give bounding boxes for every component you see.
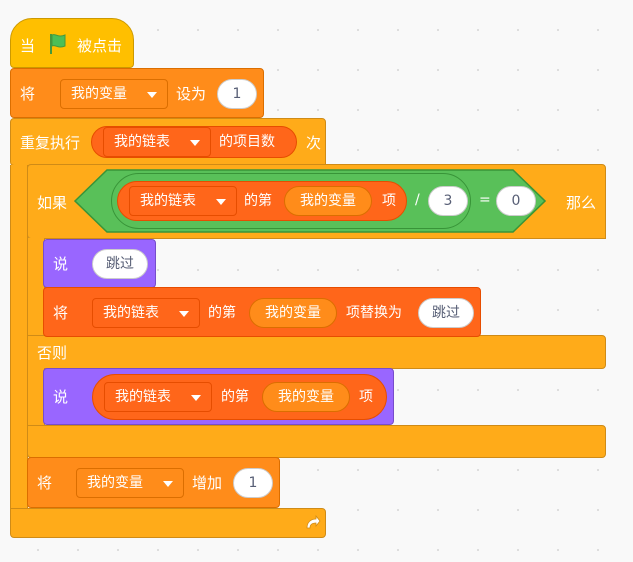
- list-dropdown[interactable]: 我的链表: [92, 298, 200, 328]
- equals-operator[interactable]: 我的链表 的第 我的变量 项 / 3 = 0: [74, 169, 546, 233]
- change-variable-block[interactable]: 将 我的变量 增加 1: [27, 457, 280, 508]
- say-verb-label: 说: [53, 388, 69, 406]
- dropdown-arrow-icon: [163, 481, 173, 487]
- hat-prefix-label: 当: [20, 37, 36, 55]
- set-to-label: 设为: [176, 85, 207, 103]
- list-dropdown[interactable]: 我的链表: [104, 382, 212, 412]
- variable-dropdown[interactable]: 我的变量: [60, 79, 168, 109]
- index-variable-reporter[interactable]: 我的变量: [249, 298, 337, 328]
- dropdown-arrow-icon: [147, 92, 157, 98]
- if-else-foot: [27, 425, 606, 458]
- green-flag-icon: [45, 32, 69, 60]
- list-dropdown-label: 我的链表: [140, 193, 196, 209]
- item-of-list-reporter[interactable]: 我的链表 的第 我的变量 项: [117, 181, 407, 221]
- mod-operator[interactable]: 我的链表 的第 我的变量 项 / 3: [111, 173, 471, 229]
- when-flag-clicked-block[interactable]: 当 被点击: [10, 18, 134, 68]
- item-suffix-label: 项: [359, 389, 373, 405]
- item-of-label: 的第: [208, 305, 236, 321]
- say-block[interactable]: 说 跳过: [43, 239, 156, 288]
- list-dropdown[interactable]: 我的链表: [129, 186, 237, 216]
- dropdown-arrow-icon: [191, 395, 201, 401]
- say-verb-label: 说: [53, 255, 69, 273]
- equals-label: =: [479, 192, 491, 208]
- if-label: 如果: [37, 194, 68, 212]
- change-by-label: 增加: [192, 474, 223, 492]
- replace-item-block[interactable]: 将 我的链表 的第 我的变量 项替换为 跳过: [43, 287, 481, 337]
- dropdown-arrow-icon: [179, 311, 189, 317]
- set-value-input[interactable]: 1: [217, 79, 257, 109]
- set-verb-label: 将: [20, 85, 36, 103]
- item-of-list-reporter[interactable]: 我的链表 的第 我的变量 项: [92, 374, 387, 420]
- variable-dropdown-label: 我的变量: [71, 86, 127, 102]
- division-operator-label: /: [415, 192, 420, 208]
- hat-suffix-label: 被点击: [77, 37, 123, 55]
- list-dropdown-label: 我的链表: [115, 389, 171, 405]
- replace-value-input[interactable]: 跳过: [418, 298, 474, 328]
- replace-with-label: 项替换为: [346, 305, 402, 321]
- repeat-block-arm: [10, 165, 28, 509]
- variable-dropdown-label: 我的变量: [87, 475, 143, 491]
- list-length-reporter[interactable]: 我的链表 的项目数: [91, 126, 297, 158]
- index-variable-reporter[interactable]: 我的变量: [262, 382, 350, 412]
- say-item-block[interactable]: 说 我的链表 的第 我的变量 项: [43, 368, 394, 425]
- then-label: 那么: [566, 194, 597, 212]
- change-verb-label: 将: [37, 474, 53, 492]
- set-variable-block[interactable]: 将 我的变量 设为 1: [10, 68, 264, 118]
- repeat-block[interactable]: 重复执行 我的链表 的项目数 次: [10, 118, 326, 166]
- compare-value-input[interactable]: 0: [496, 186, 536, 216]
- repeat-label: 重复执行: [20, 134, 81, 152]
- dropdown-arrow-icon: [190, 140, 200, 146]
- replace-verb-label: 将: [53, 304, 69, 322]
- say-text-input[interactable]: 跳过: [92, 249, 148, 279]
- list-length-label: 的项目数: [219, 134, 275, 150]
- list-dropdown-label: 我的链表: [114, 134, 170, 150]
- dropdown-arrow-icon: [216, 199, 226, 205]
- repeat-times-label: 次: [306, 134, 322, 152]
- item-of-label: 的第: [244, 193, 272, 209]
- if-else-block[interactable]: 如果 我的链表 的第 我的变量 项 / 3 = 0 那么: [27, 164, 606, 239]
- divisor-input[interactable]: 3: [428, 186, 468, 216]
- item-of-label: 的第: [221, 389, 249, 405]
- variable-dropdown[interactable]: 我的变量: [76, 468, 184, 498]
- else-label: 否则: [37, 344, 68, 362]
- else-section: 否则: [27, 335, 606, 369]
- item-suffix-label: 项: [382, 193, 396, 209]
- loop-arrow-icon: [303, 514, 321, 536]
- repeat-block-foot: [10, 508, 326, 538]
- index-variable-reporter[interactable]: 我的变量: [284, 186, 372, 216]
- list-dropdown-label: 我的链表: [103, 305, 159, 321]
- list-dropdown[interactable]: 我的链表: [103, 127, 211, 157]
- change-value-input[interactable]: 1: [233, 468, 273, 498]
